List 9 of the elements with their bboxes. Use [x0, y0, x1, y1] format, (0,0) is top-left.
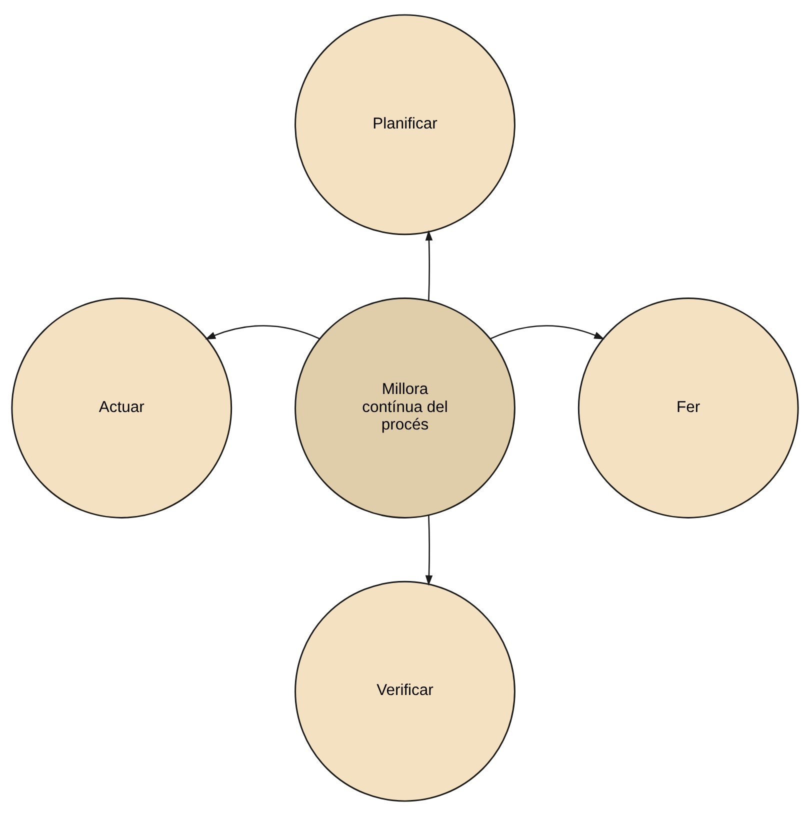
- node-circle: Fer: [578, 298, 799, 518]
- arrow: [205, 325, 320, 340]
- node-circle: Actuar: [11, 298, 232, 518]
- arrow: [490, 325, 605, 340]
- node-circle: Millora contínua del procés: [294, 298, 516, 518]
- node-circle: Planificar: [294, 14, 516, 236]
- node-circle: Verificar: [294, 580, 516, 802]
- arrow: [425, 515, 433, 586]
- arrow: [425, 230, 433, 300]
